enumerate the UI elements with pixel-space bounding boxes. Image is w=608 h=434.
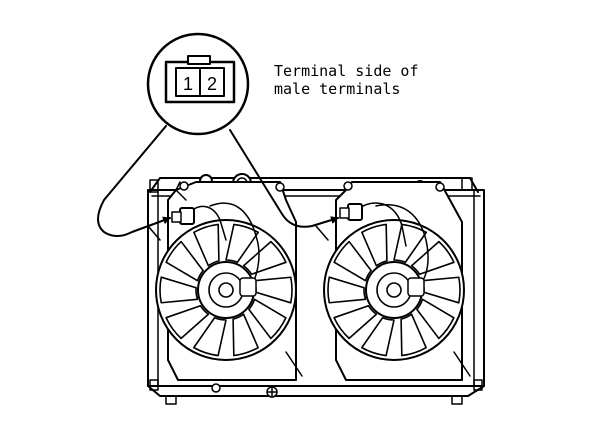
fan-blade: [416, 298, 455, 340]
shroud-strut: [147, 225, 161, 241]
left-fan-connector: [171, 207, 195, 225]
fan-blade: [193, 223, 220, 267]
left-fan: [147, 219, 303, 377]
fan-blade: [193, 316, 227, 357]
fan-blade: [232, 313, 259, 357]
callout-label-line2: male terminals: [274, 80, 400, 98]
fan-hub-center: [218, 282, 234, 298]
fan-blade: [242, 240, 287, 276]
fan-blade: [400, 313, 427, 357]
fan-hub-center: [386, 282, 402, 298]
fan-blade: [361, 316, 395, 357]
fan-blade: [165, 304, 210, 340]
pin-1-label: 1: [183, 74, 193, 94]
shroud-strut: [285, 351, 303, 377]
right-fan: [315, 219, 471, 377]
fan-blade: [393, 223, 427, 264]
callout-label-line1: Terminal side of: [274, 62, 419, 80]
fan-blade: [333, 240, 372, 282]
callout: 1 2 Terminal side of male terminals: [97, 32, 419, 237]
shroud-strut: [315, 225, 329, 241]
fan-blade: [225, 223, 259, 264]
connector-face: 1 2: [164, 55, 236, 104]
fan-blade: [159, 276, 199, 304]
shroud-strut: [453, 351, 471, 377]
fan-blade: [361, 223, 388, 267]
right-fan-connector: [339, 203, 363, 221]
fan-blade: [333, 304, 378, 340]
fan-blade: [327, 276, 367, 304]
fan-blade: [248, 298, 287, 340]
fan-blade: [410, 240, 455, 276]
fan-blade: [165, 240, 204, 282]
pin-2-label: 2: [207, 74, 217, 94]
